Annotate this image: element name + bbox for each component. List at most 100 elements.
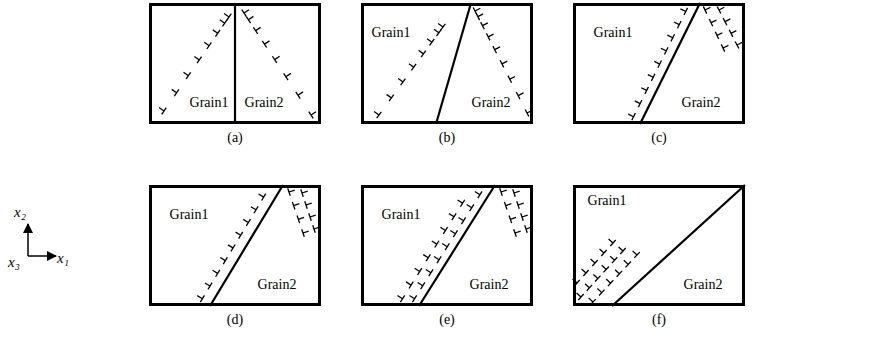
dislocation-symbol <box>500 188 507 196</box>
dislocation-symbol <box>272 56 279 63</box>
dislocation-symbol <box>213 270 220 277</box>
dislocation-symbol <box>288 188 295 196</box>
dislocation-symbol <box>467 204 474 211</box>
dislocation-symbol <box>423 254 430 261</box>
dislocation-symbol <box>723 18 730 25</box>
dislocation-symbol <box>458 217 465 224</box>
dislocation-symbol <box>703 6 710 13</box>
dislocation-symbol <box>450 230 457 237</box>
dislocation-symbol <box>415 268 422 275</box>
dislocation-symbol <box>302 229 309 237</box>
grain-panel: Grain1Grain2(d) <box>149 185 321 306</box>
dislocation-symbol <box>194 57 201 64</box>
dislocation-symbol <box>509 216 516 224</box>
dislocation-symbol <box>440 227 447 234</box>
dislocation-symbol <box>591 259 598 266</box>
dislocation-symbol <box>674 21 681 28</box>
dislocation-symbol <box>224 14 231 21</box>
dislocation-symbol <box>735 41 742 48</box>
dislocation-symbol <box>508 76 515 83</box>
dislocation-symbol <box>419 50 426 57</box>
dislocation-symbol <box>434 256 441 263</box>
dislocation-symbol <box>717 6 724 13</box>
panel-caption: (f) <box>652 313 666 327</box>
grain-label: Grain1 <box>190 96 229 110</box>
dislocation-symbol <box>609 239 616 246</box>
panel-caption: (b) <box>439 131 455 145</box>
dislocation-symbol <box>624 260 631 267</box>
grain-label: Grain2 <box>682 96 721 110</box>
grain-boundary <box>612 185 745 306</box>
dislocation-symbol <box>387 94 394 101</box>
dislocation-symbol <box>204 42 211 49</box>
dislocation-symbol <box>521 213 528 221</box>
dislocation-symbol <box>242 10 249 17</box>
grain-label: Grain1 <box>372 26 411 40</box>
grain-label: Grain2 <box>258 278 297 292</box>
dislocation-symbol <box>481 22 488 29</box>
panel-caption: (d) <box>227 313 243 327</box>
dislocation-symbol <box>504 202 511 210</box>
dislocation-symbol <box>296 92 303 99</box>
dislocation-symbol <box>292 202 299 210</box>
dislocation-symbol <box>513 189 520 197</box>
dislocation-symbol <box>600 249 607 256</box>
dislocation-symbol <box>476 13 483 20</box>
dislocation-symbol <box>409 295 416 302</box>
grain-panel: Grain1Grain2(c) <box>573 3 745 124</box>
dislocation-symbol <box>709 19 716 26</box>
dislocation-symbol <box>667 34 674 41</box>
dislocation-symbol <box>183 72 190 79</box>
dislocation-symbol <box>418 282 425 289</box>
dislocation-symbol <box>442 243 449 250</box>
dislocation-symbol <box>220 257 227 264</box>
dislocation-symbol <box>493 46 500 53</box>
dislocation-symbol <box>427 39 434 46</box>
axis-arrows <box>28 224 56 256</box>
dislocation-symbol <box>159 108 166 115</box>
grain-label: Grain1 <box>382 208 421 222</box>
dislocation-symbol <box>449 213 456 220</box>
grain-panel: Grain1Grain2(f) <box>573 185 745 306</box>
dislocation-symbol <box>409 64 416 71</box>
dislocation-symbol <box>374 111 381 118</box>
dislocation-symbol <box>301 189 308 197</box>
grain-label: Grain2 <box>245 96 284 110</box>
dislocation-symbol <box>243 219 250 226</box>
grain-label: Grain1 <box>588 194 627 208</box>
grain-panel: Grain1Grain2(a) <box>149 3 321 124</box>
grain-label: Grain1 <box>594 26 633 40</box>
panel-caption: (c) <box>651 131 667 145</box>
dislocation-symbol <box>172 89 179 96</box>
dislocation-symbol <box>434 29 441 36</box>
dislocation-symbol <box>516 92 523 99</box>
grain-boundary <box>234 3 236 124</box>
dislocation-symbol <box>661 47 668 54</box>
dislocation-symbol <box>633 251 640 258</box>
dislocation-symbol <box>648 74 655 81</box>
dislocation-symbol <box>246 16 253 23</box>
grain-label: Grain2 <box>470 278 509 292</box>
dislocation-symbol <box>577 293 584 300</box>
axis-label: x₁ <box>57 251 69 266</box>
panel-caption: (e) <box>439 313 455 327</box>
dislocation-symbol <box>284 73 291 80</box>
dislocation-symbol <box>500 60 507 67</box>
panel-caption: (a) <box>227 131 243 145</box>
dislocation-symbol <box>486 33 493 40</box>
dislocation-symbol <box>654 61 661 68</box>
dislocation-symbol <box>406 282 413 289</box>
dislocation-symbol <box>213 30 220 37</box>
dislocation-symbol <box>475 191 482 198</box>
dislocation-symbol <box>619 247 626 254</box>
dislocation-symbol <box>517 201 524 209</box>
dislocation-symbol <box>397 295 404 302</box>
dislocation-symbol <box>262 41 269 48</box>
dislocation-symbol <box>205 283 212 290</box>
grain-boundary <box>436 3 471 124</box>
axis-label: x₂ <box>14 205 26 220</box>
dislocation-symbol <box>253 27 260 34</box>
dislocation-symbol <box>309 112 316 119</box>
dislocation-symbol <box>597 288 604 295</box>
